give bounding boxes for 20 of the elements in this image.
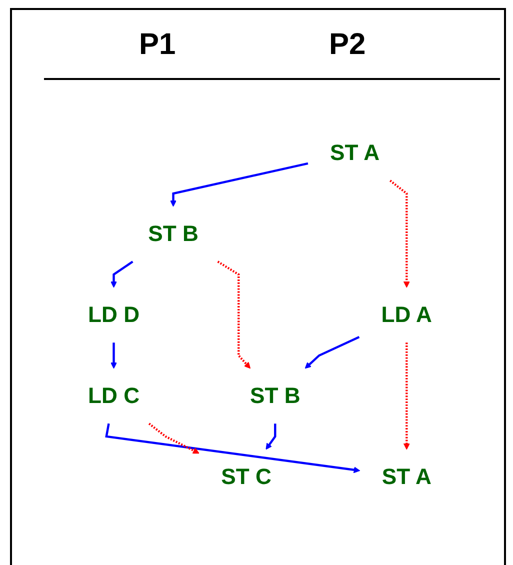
node-text: LD D: [88, 302, 140, 328]
node-text: ST B: [148, 222, 198, 246]
node-text: ST B: [250, 384, 300, 408]
node-text: ST A: [330, 140, 380, 166]
node-text: ST A: [382, 464, 432, 490]
arrow: [389, 180, 410, 288]
arrow: [105, 423, 360, 474]
arrow: [266, 424, 276, 450]
arrow: [170, 162, 308, 207]
arrow: [217, 260, 251, 369]
arrow: [403, 342, 410, 450]
arrow: [148, 422, 200, 454]
node-text: ST C: [221, 464, 272, 490]
column-heading: P2: [329, 28, 366, 62]
arrow: [110, 342, 117, 369]
node-text: LD C: [88, 384, 140, 408]
arrow: [110, 260, 134, 288]
node-text: LD A: [381, 302, 432, 328]
column-heading: P1: [139, 28, 176, 62]
arrow: [304, 336, 360, 369]
